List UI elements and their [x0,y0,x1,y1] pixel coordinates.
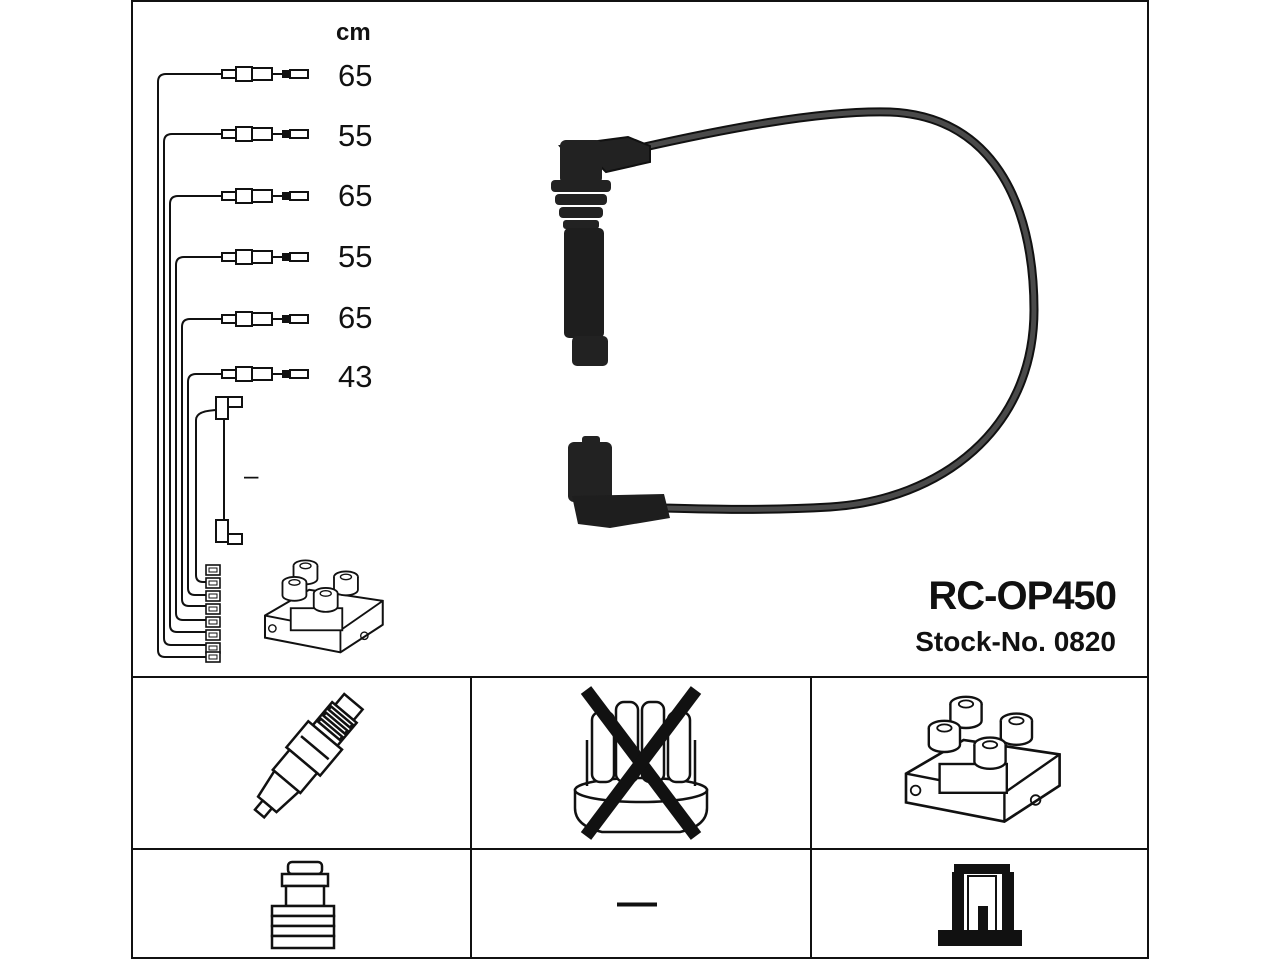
stock-number: Stock-No. 0820 [915,626,1116,657]
cable-length-6: 43 [338,359,373,394]
coil-connector-icon [938,864,1022,946]
plug-connector-icon [270,860,336,950]
spark-plug-icon [253,692,365,820]
ignition-coil-icon [904,695,1061,823]
cable-length-1: 65 [338,58,373,93]
coil-port-stack [205,564,221,663]
cable-length-2: 55 [338,118,373,153]
coil-lead-length: – [244,460,259,490]
cable-set-schematic [157,73,225,658]
ignition-cable-illustration [551,107,1039,528]
cable-length-3: 65 [338,178,373,213]
lead-ends [221,66,309,382]
length-unit-label: cm [336,19,371,46]
coil-pack-small-icon [263,559,384,654]
model-number: RC-OP450 [928,574,1117,618]
middle-cell-value: — [617,880,657,924]
sheet-border [131,0,1149,959]
distributor-cap-crossed-icon [573,686,709,840]
cable-length-5: 65 [338,300,373,335]
cable-length-4: 55 [338,239,373,274]
short-lead-icon [215,396,243,545]
